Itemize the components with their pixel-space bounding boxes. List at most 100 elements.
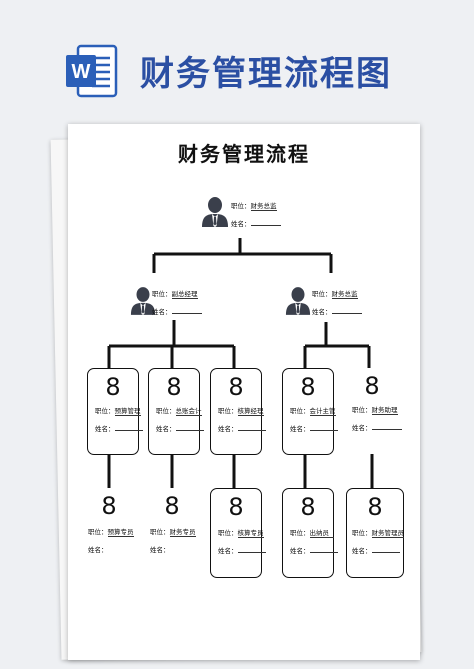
name-blank[interactable] bbox=[371, 429, 402, 430]
placeholder-digit: 8 bbox=[300, 373, 316, 401]
name-blank[interactable] bbox=[237, 430, 266, 431]
position-label: 职位： bbox=[156, 407, 176, 415]
org-card[interactable]: 8 职位：出纳员 姓名： bbox=[282, 488, 338, 578]
row2-position-field: 职位：预算专员 bbox=[88, 526, 134, 537]
name-blank[interactable] bbox=[237, 552, 266, 553]
position-value: 核算专员 bbox=[237, 529, 264, 538]
position-value: 会计主管 bbox=[309, 407, 336, 416]
placeholder-digit: 8 bbox=[228, 373, 244, 401]
org-chart-connectors bbox=[107, 238, 374, 488]
name-blank[interactable] bbox=[331, 313, 362, 314]
name-label: 姓名： bbox=[88, 546, 108, 554]
name-blank[interactable] bbox=[250, 225, 281, 226]
name-label: 姓名： bbox=[352, 547, 372, 555]
position-label: 职位： bbox=[290, 529, 310, 537]
name-blank[interactable] bbox=[175, 430, 204, 431]
placeholder-digit: 8 bbox=[164, 492, 180, 520]
name-label: 姓名： bbox=[218, 425, 238, 433]
name-blank[interactable] bbox=[171, 313, 202, 314]
position-value: 预算专员 bbox=[107, 528, 134, 537]
card-position-field: 职位：财务管理员 bbox=[352, 527, 404, 538]
placeholder-digit: 8 bbox=[228, 493, 244, 521]
name-label: 姓名： bbox=[290, 425, 310, 433]
card-name-field: 姓名： bbox=[95, 423, 143, 433]
name-label: 姓名： bbox=[312, 308, 332, 316]
position-label: 职位： bbox=[218, 529, 238, 537]
name-label: 姓名： bbox=[218, 547, 238, 555]
placeholder-digit: 8 bbox=[364, 372, 380, 400]
right-manager-position-field: 职位：财务总监 bbox=[312, 288, 358, 299]
position-value: 核算经理 bbox=[237, 407, 264, 416]
org-card[interactable]: 8 职位：核算专员 姓名： bbox=[210, 488, 266, 578]
row2-name-field: 姓名： bbox=[150, 544, 170, 554]
name-blank[interactable] bbox=[309, 552, 338, 553]
position-value: 财务助理 bbox=[371, 406, 398, 415]
card-name-field: 姓名： bbox=[290, 545, 338, 555]
org-card[interactable]: 8 职位：总账会计 姓名： bbox=[148, 368, 204, 455]
left-manager-name-field: 姓名： bbox=[152, 306, 202, 316]
left-manager-position-field: 职位：副总经理 bbox=[152, 288, 198, 299]
card-position-field: 职位：核算专员 bbox=[218, 527, 264, 538]
org-card[interactable]: 8 职位：预算管理 姓名： bbox=[87, 368, 143, 455]
card-name-field: 姓名： bbox=[218, 423, 266, 433]
position-label: 职位： bbox=[231, 202, 251, 210]
name-label: 姓名： bbox=[290, 547, 310, 555]
position-value: 财务总监 bbox=[331, 290, 358, 299]
position-label: 职位： bbox=[95, 407, 115, 415]
document-page: 财务管理流程 职位：财务总监 bbox=[68, 124, 420, 660]
assistant-name-field: 姓名： bbox=[352, 422, 402, 432]
card-position-field: 职位：会计主管 bbox=[290, 405, 336, 416]
name-label: 姓名： bbox=[95, 425, 115, 433]
position-label: 职位： bbox=[218, 407, 238, 415]
placeholder-digit: 8 bbox=[300, 493, 316, 521]
name-label: 姓名： bbox=[231, 220, 251, 228]
position-value: 财务总监 bbox=[250, 202, 277, 211]
card-name-field: 姓名： bbox=[352, 545, 400, 555]
org-card[interactable]: 8 职位：会计主管 姓名： bbox=[282, 368, 338, 455]
card-position-field: 职位：核算经理 bbox=[218, 405, 264, 416]
person-icon bbox=[285, 287, 311, 315]
position-value: 预算管理 bbox=[114, 407, 141, 416]
position-label: 职位： bbox=[150, 528, 170, 536]
word-icon: W bbox=[66, 44, 118, 98]
placeholder-digit: 8 bbox=[166, 373, 182, 401]
name-label: 姓名： bbox=[352, 424, 372, 432]
right-manager-name-field: 姓名： bbox=[312, 306, 362, 316]
name-label: 姓名： bbox=[150, 546, 170, 554]
row2-name-field: 姓名： bbox=[88, 544, 108, 554]
name-blank[interactable] bbox=[371, 552, 400, 553]
org-card[interactable]: 8 职位：核算经理 姓名： bbox=[210, 368, 266, 455]
document-title: 财务管理流程 bbox=[178, 142, 310, 166]
card-position-field: 职位：总账会计 bbox=[156, 405, 202, 416]
top-position-field: 职位：财务总监 bbox=[231, 200, 277, 211]
card-name-field: 姓名： bbox=[218, 545, 266, 555]
name-blank[interactable] bbox=[309, 430, 338, 431]
word-icon-letter: W bbox=[72, 61, 91, 83]
position-label: 职位： bbox=[290, 407, 310, 415]
position-label: 职位： bbox=[152, 290, 172, 298]
card-position-field: 职位：预算管理 bbox=[95, 405, 141, 416]
row2-position-field: 职位：财务专员 bbox=[150, 526, 196, 537]
name-label: 姓名： bbox=[152, 308, 172, 316]
person-icon bbox=[130, 287, 156, 315]
card-name-field: 姓名： bbox=[290, 423, 338, 433]
banner-title: 财务管理流程图 bbox=[140, 54, 392, 94]
person-icon bbox=[202, 197, 228, 227]
name-label: 姓名： bbox=[156, 425, 176, 433]
card-name-field: 姓名： bbox=[156, 423, 204, 433]
assistant-position-field: 职位：财务助理 bbox=[352, 404, 398, 415]
org-card[interactable]: 8 职位：财务管理员 姓名： bbox=[346, 488, 404, 578]
card-position-field: 职位：出纳员 bbox=[290, 527, 334, 538]
name-blank[interactable] bbox=[114, 430, 143, 431]
position-label: 职位： bbox=[312, 290, 332, 298]
placeholder-digit: 8 bbox=[105, 373, 121, 401]
placeholder-digit: 8 bbox=[367, 493, 383, 521]
top-name-field: 姓名： bbox=[231, 218, 281, 228]
position-label: 职位： bbox=[88, 528, 108, 536]
position-value: 总账会计 bbox=[175, 407, 202, 416]
position-label: 职位： bbox=[352, 529, 372, 537]
position-value: 出纳员 bbox=[309, 527, 334, 538]
placeholder-digit: 8 bbox=[101, 492, 117, 520]
position-value: 副总经理 bbox=[171, 290, 198, 299]
position-value: 财务管理员 bbox=[371, 529, 404, 538]
